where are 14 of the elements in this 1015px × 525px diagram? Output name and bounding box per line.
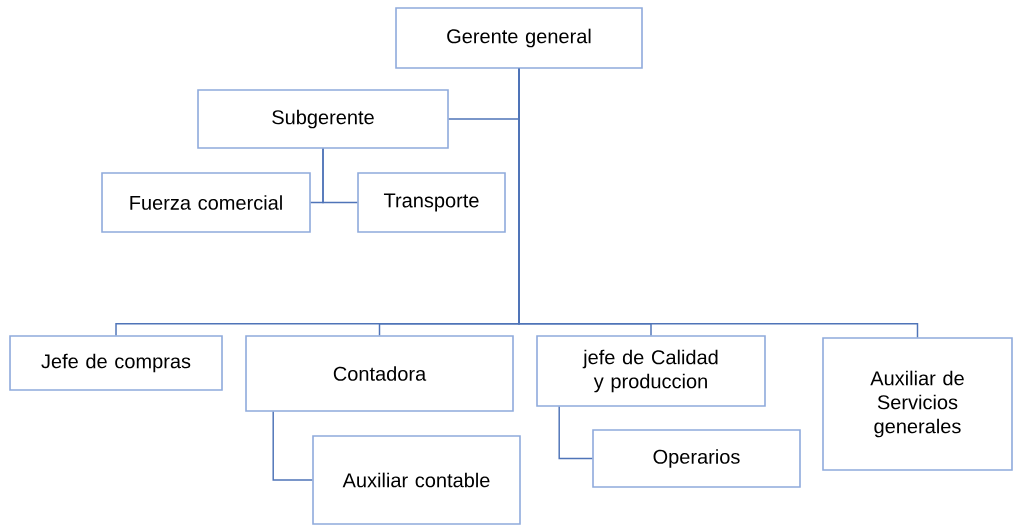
org-box: Contadora [245,335,514,412]
org-box: Auxiliar contable [312,435,521,525]
org-box: Operarios [592,429,801,488]
org-box: Transporte [357,172,506,233]
connector-line [272,411,313,481]
org-box: Jefe de compras [9,335,223,391]
connector-line [558,406,593,460]
org-box: jefe de Calidad y produccion [536,335,766,407]
connector-line [518,68,919,338]
connector-line [322,148,358,204]
org-box: Subgerente [197,89,449,149]
org-box: Gerente general [395,7,643,69]
org-box: Auxiliar de Servicios generales [822,337,1013,471]
org-box: Fuerza comercial [101,172,311,233]
